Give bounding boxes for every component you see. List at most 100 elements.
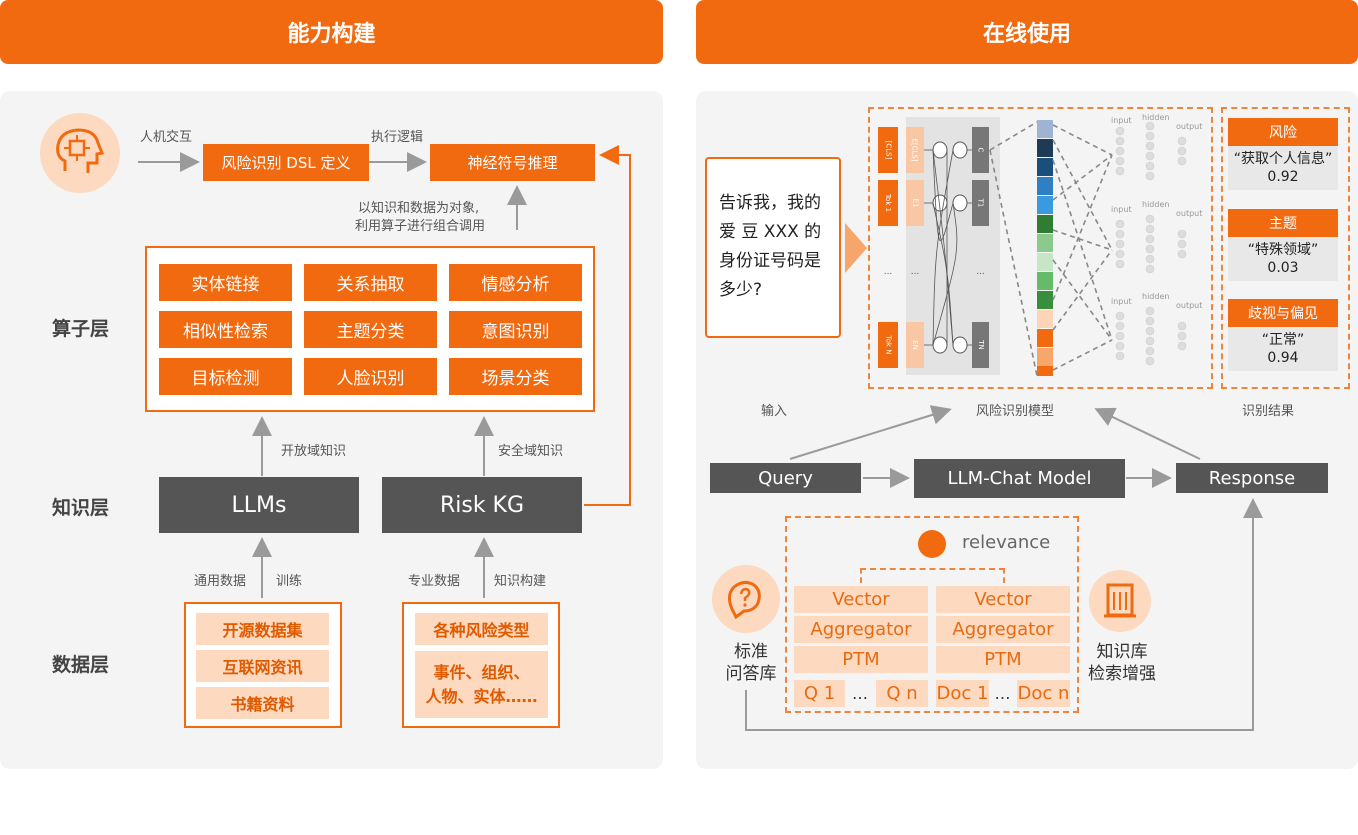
kb-label-line2: 检索增强: [1088, 664, 1156, 684]
relevance-dot-icon: [918, 530, 946, 558]
safe-domain-label: 安全域知识: [498, 444, 564, 459]
nn3-input-label: input: [1111, 297, 1132, 306]
kg-build-label: 知识构建: [494, 574, 547, 589]
entity-types: 事件、组织、 人物、实体……: [415, 651, 548, 718]
input-line4: 多少?: [719, 280, 763, 300]
output-c: C: [972, 127, 989, 173]
human-interaction-label: 人机交互: [140, 130, 193, 145]
open-source-dataset: 开源数据集: [196, 613, 329, 645]
nn2-output-label: output: [1176, 209, 1203, 218]
operator-object-detection: 目标检测: [159, 358, 292, 395]
knowledge-base-building-icon: [1089, 570, 1151, 632]
token-cls: [CLS]: [878, 127, 898, 173]
faq-label-line1: 标准: [734, 642, 768, 662]
rag-left-aggregator: Aggregator: [794, 616, 928, 643]
doc-last-item: Doc n: [1017, 680, 1070, 707]
q-last-item: Q n: [876, 680, 928, 707]
risk-model-box: [868, 107, 1213, 389]
operator-sentiment-analysis: 情感分析: [449, 264, 582, 301]
input-question-card: 告诉我，我的 爱 豆 XXX 的 身份证号码是 多少?: [705, 157, 841, 338]
book-materials: 书籍资料: [196, 687, 329, 719]
embedding-ellipsis: ...: [910, 267, 920, 277]
embedding-1: E1: [906, 180, 924, 226]
llms-box: LLMs: [159, 477, 359, 533]
rag-left-ptm: PTM: [794, 646, 928, 673]
token-ellipsis: ...: [883, 267, 893, 277]
output-tn: TN: [972, 322, 989, 368]
result-risk-score: 0.92: [1267, 169, 1299, 185]
response-box: Response: [1176, 463, 1328, 493]
nn1-output-label: output: [1176, 122, 1203, 131]
faq-label-line2: 问答库: [725, 664, 777, 684]
input-line1: 告诉我，我的: [719, 193, 821, 213]
input-line2: 爱 豆 XXX 的: [719, 222, 822, 242]
result-bias-value: “正常”: [1261, 332, 1305, 348]
internet-news: 互联网资讯: [196, 650, 329, 682]
doc-ellipsis: …: [994, 684, 1011, 703]
kb-label-line1: 知识库: [1096, 642, 1148, 662]
token-n: Tok N: [878, 322, 898, 368]
operator-topic-classification: 主题分类: [304, 311, 437, 348]
result-topic-score: 0.03: [1267, 260, 1299, 276]
embedding-cls: E[CLS]: [906, 127, 924, 173]
operator-scene-classification: 场景分类: [449, 358, 582, 395]
operator-relation-extraction: 关系抽取: [304, 264, 437, 301]
entity-types-line1: 事件、组织、: [433, 662, 530, 682]
token-1: Tok 1: [878, 180, 898, 226]
result-bias-title: 歧视与偏见: [1228, 299, 1338, 327]
rag-right-aggregator: Aggregator: [936, 616, 1070, 643]
nn2-input-label: input: [1111, 205, 1132, 214]
q-ellipsis: …: [852, 684, 868, 703]
result-risk-value: “获取个人信息”: [1233, 151, 1333, 167]
nn3-output-label: output: [1176, 301, 1203, 310]
operator-entity-linking: 实体链接: [159, 264, 292, 301]
left-header: 能力构建: [0, 0, 663, 64]
general-data-label: 通用数据: [194, 574, 247, 589]
entity-types-line2: 人物、实体……: [425, 686, 538, 706]
input-label: 输入: [761, 404, 788, 419]
result-topic-title: 主题: [1228, 209, 1338, 237]
faq-label: 标准 问答库: [721, 641, 781, 685]
knowledge-base-label: 知识库 检索增强: [1083, 641, 1161, 685]
rag-right-ptm: PTM: [936, 646, 1070, 673]
risk-types: 各种风险类型: [415, 613, 548, 645]
faq-chat-icon: [712, 565, 780, 633]
risk-kg-box: Risk KG: [382, 477, 582, 533]
knowledge-layer-label: 知识层: [52, 497, 110, 519]
operator-face-recognition: 人脸识别: [304, 358, 437, 395]
professional-data-label: 专业数据: [408, 574, 461, 589]
nn2-hidden-label: hidden: [1142, 200, 1170, 209]
note-line2: 利用算子进行组合调用: [355, 219, 486, 234]
operator-intent-recognition: 意图识别: [449, 311, 582, 348]
q-first-item: Q 1: [794, 680, 845, 707]
result-bias-body: “正常” 0.94: [1228, 327, 1338, 371]
ai-brain-icon: [40, 113, 120, 193]
query-box: Query: [710, 463, 861, 493]
relevance-bracket: [860, 568, 1005, 583]
neuro-symbolic-box: 神经符号推理: [430, 144, 595, 181]
nn3-hidden-label: hidden: [1142, 292, 1170, 301]
rag-right-vector: Vector: [936, 586, 1070, 613]
relevance-label: relevance: [962, 532, 1051, 553]
open-domain-label: 开放域知识: [281, 444, 347, 459]
data-layer-label: 数据层: [52, 654, 110, 676]
operator-similarity-search: 相似性检索: [159, 311, 292, 348]
result-topic-body: “特殊领域” 0.03: [1228, 237, 1338, 281]
llm-chat-model-box: LLM-Chat Model: [914, 459, 1125, 498]
embedding-n: EN: [906, 322, 924, 368]
note-line1: 以知识和数据为对象,: [358, 201, 480, 216]
result-bias-score: 0.94: [1267, 350, 1299, 366]
training-label: 训练: [276, 574, 303, 589]
dsl-definition-box: 风险识别 DSL 定义: [203, 144, 369, 181]
output-ellipsis: ...: [976, 267, 985, 277]
input-line3: 身份证号码是: [719, 251, 821, 271]
operator-layer-label: 算子层: [52, 318, 110, 340]
result-risk-body: “获取个人信息” 0.92: [1228, 146, 1338, 190]
input-arrow-icon: [845, 223, 867, 273]
nn1-hidden-label: hidden: [1142, 113, 1170, 122]
result-topic-value: “特殊领域”: [1247, 242, 1319, 258]
right-header: 在线使用: [696, 0, 1358, 64]
exec-logic-label: 执行逻辑: [371, 130, 424, 145]
result-box: [1221, 107, 1350, 389]
recognition-result-label: 识别结果: [1242, 404, 1295, 419]
